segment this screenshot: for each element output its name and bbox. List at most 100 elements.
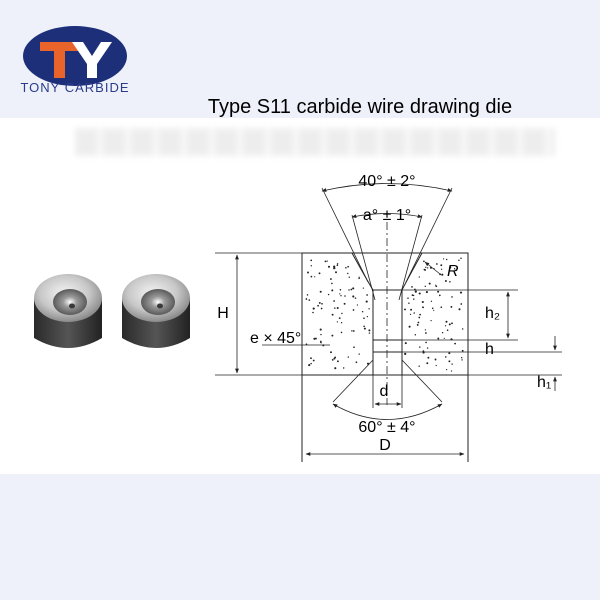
label-bore: d	[380, 383, 389, 400]
grain-dot	[446, 329, 449, 332]
grain-dot	[458, 308, 461, 311]
grain-dot	[347, 272, 349, 275]
brand-logo	[10, 12, 140, 104]
grain-dot	[326, 260, 328, 262]
grain-dot	[417, 321, 420, 324]
grain-dot	[352, 295, 355, 298]
grain-dot	[319, 328, 322, 331]
grain-dot	[338, 317, 341, 320]
grain-dot	[453, 268, 456, 270]
grain-dot	[435, 364, 437, 367]
grain-dot	[426, 362, 429, 365]
grain-dot	[363, 317, 365, 320]
grain-dot	[446, 369, 448, 371]
label-radius: R	[447, 263, 459, 280]
grain-dot	[331, 289, 334, 292]
grain-dot	[451, 322, 453, 325]
grain-dot	[444, 280, 447, 282]
grain-dot	[461, 349, 464, 352]
grain-dot	[445, 320, 448, 323]
grain-dot	[404, 308, 406, 311]
grain-dot	[310, 265, 312, 267]
grain-dot	[427, 356, 430, 359]
die-nib-right	[122, 274, 190, 348]
grain-dot	[426, 347, 429, 349]
grain-dot	[448, 352, 451, 355]
grain-dot	[451, 363, 453, 365]
grain-dot	[437, 337, 440, 340]
grain-dot	[327, 265, 331, 268]
grain-dot	[408, 325, 411, 328]
grain-dot	[414, 290, 417, 293]
label-height: H	[217, 305, 229, 322]
grain-dot	[335, 271, 337, 274]
grain-dot	[331, 334, 334, 337]
grain-dot	[348, 289, 350, 291]
grain-dot	[340, 322, 343, 324]
grain-dot	[424, 329, 427, 331]
grain-dot	[461, 328, 464, 330]
grain-dot	[347, 265, 349, 268]
die-cross-section-drawing: 40° ± 2° a° ± 1° R H e × 45° h₂ h h₁ d 6…	[215, 173, 562, 462]
grain-dot	[461, 357, 463, 359]
grain-dot	[319, 340, 322, 343]
grain-dot	[454, 342, 456, 345]
grain-dot	[352, 287, 355, 290]
grain-dot	[321, 302, 323, 305]
label-exit-cone-angle: 60° ± 4°	[358, 419, 415, 436]
grain-dot	[450, 370, 453, 372]
grain-dot	[437, 290, 440, 293]
grain-dot	[407, 297, 409, 299]
grain-dot	[444, 356, 447, 358]
grain-dot	[440, 268, 443, 270]
grain-dot	[343, 302, 346, 305]
grain-dot	[336, 321, 339, 323]
grain-dot	[435, 284, 437, 286]
product-photo	[34, 274, 190, 348]
grain-dot	[331, 359, 334, 361]
grain-dot	[356, 304, 359, 306]
grain-dot	[431, 307, 434, 310]
grain-dot	[330, 351, 332, 354]
grain-dot	[307, 271, 309, 274]
grain-dot	[411, 294, 414, 296]
grain-dot	[340, 331, 343, 334]
grain-dot	[425, 332, 427, 334]
grain-dot	[312, 311, 314, 314]
grain-dot	[458, 259, 460, 261]
grain-dot	[414, 334, 417, 336]
label-reduction-angle: a° ± 1°	[363, 207, 411, 224]
grain-dot	[362, 287, 365, 289]
grain-dot	[354, 297, 357, 299]
grain-dot	[421, 300, 424, 304]
grain-dot	[329, 278, 332, 280]
grain-dot	[327, 293, 330, 296]
grain-dot	[368, 329, 371, 332]
grain-dot	[319, 290, 322, 293]
grain-dot	[427, 267, 429, 269]
grain-dot	[333, 300, 335, 302]
grain-dot	[448, 323, 451, 326]
grain-dot	[318, 301, 321, 304]
grain-dot	[449, 266, 452, 269]
grain-dot	[448, 360, 451, 363]
grain-dot	[418, 276, 420, 278]
grain-dot	[350, 288, 353, 291]
grain-dot	[428, 282, 431, 285]
grain-dot	[368, 332, 371, 334]
grain-dot	[351, 330, 353, 332]
grain-dot	[442, 258, 445, 260]
grain-dot	[422, 306, 424, 309]
grain-dot	[344, 295, 346, 297]
grain-dot	[425, 341, 427, 344]
grain-dot	[336, 263, 339, 265]
grain-dot	[324, 260, 327, 263]
grain-dot	[404, 352, 407, 355]
grain-dot	[460, 303, 463, 305]
label-h2: h₂	[485, 305, 500, 322]
grain-dot	[336, 306, 339, 310]
label-diameter: D	[379, 437, 391, 454]
grain-dot	[305, 298, 308, 300]
grain-dot	[312, 307, 315, 310]
grain-dot	[342, 367, 345, 369]
